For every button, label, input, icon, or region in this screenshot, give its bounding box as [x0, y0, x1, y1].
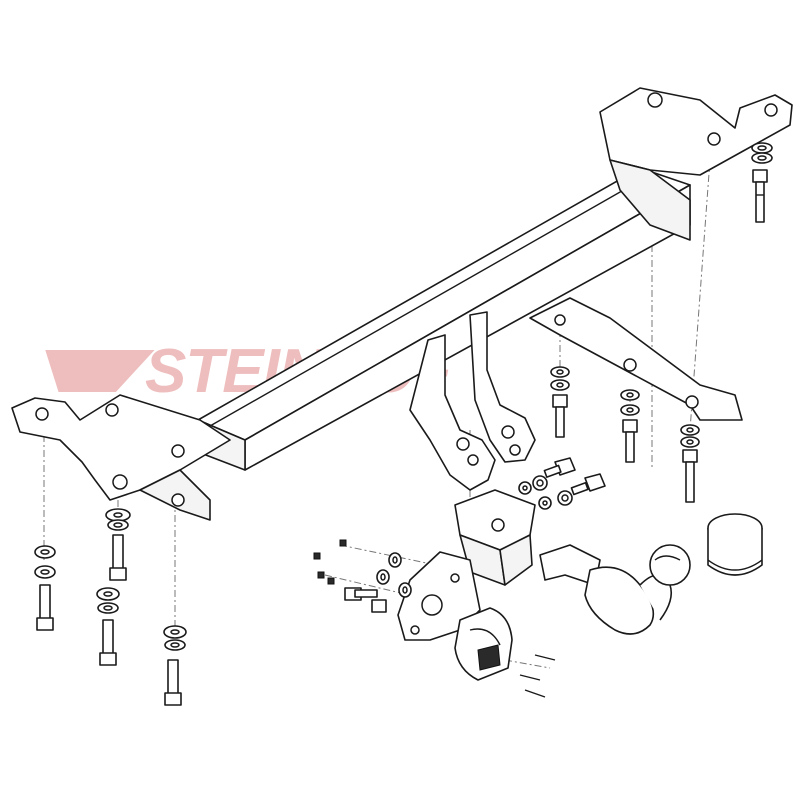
main-crossbar — [197, 167, 691, 471]
mounting-bolts — [36, 169, 768, 706]
bolt-left-3 — [99, 619, 117, 666]
bolt-left-2 — [109, 534, 127, 581]
tow-receiver-block — [454, 489, 536, 586]
hanging-plates — [409, 311, 536, 491]
bolt-socket-1 — [344, 587, 378, 601]
left-mounting-bracket — [11, 394, 231, 521]
bolt-socket-2 — [371, 599, 387, 613]
bolt-hitch-1 — [543, 457, 576, 478]
washers-and-nuts — [34, 142, 773, 651]
bolt-left-1 — [36, 584, 54, 631]
center-side-bracket — [529, 297, 743, 421]
tow-ball — [649, 544, 691, 586]
screws-socket — [519, 654, 556, 698]
right-mounting-bracket — [599, 87, 793, 241]
bolt-center-1 — [552, 394, 568, 438]
hitch-ball-arm — [539, 544, 691, 635]
bolt-left-4 — [164, 659, 182, 706]
socket-bracket-plate — [397, 551, 481, 641]
bolt-right-top — [752, 169, 768, 223]
electrical-socket — [454, 607, 513, 681]
bolt-center-2 — [622, 419, 638, 463]
watermark-swoosh — [45, 350, 155, 392]
bolt-hitch-2 — [570, 473, 606, 496]
bolt-center-3 — [682, 449, 698, 503]
tow-ball-cover — [707, 513, 763, 576]
